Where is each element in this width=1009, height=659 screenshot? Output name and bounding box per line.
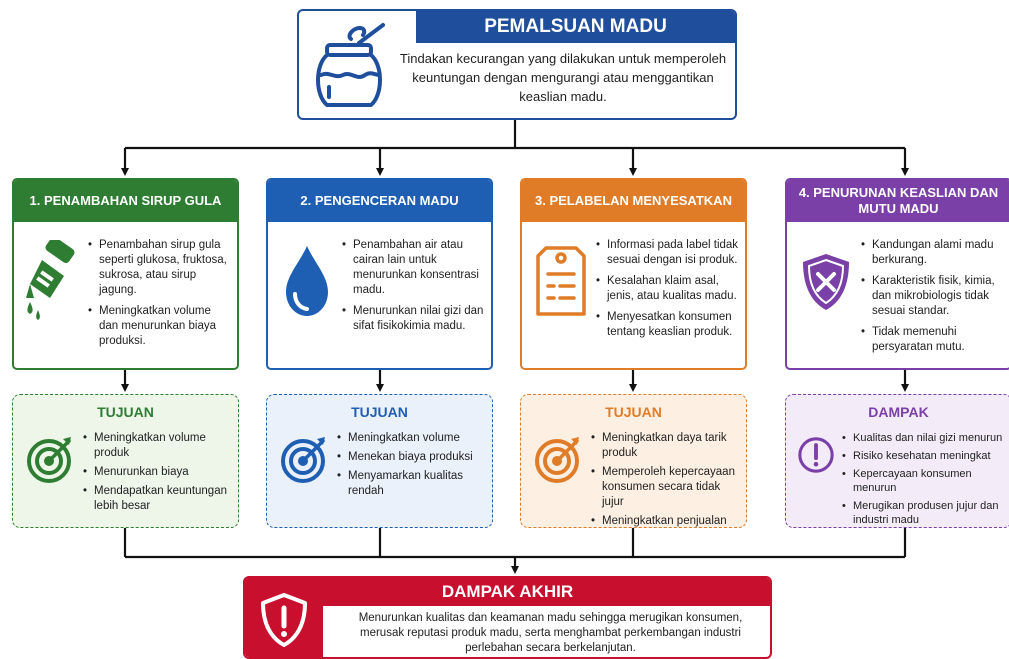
list-item: Penambahan air atau cairan lain untuk me… xyxy=(342,238,487,298)
list-item: Informasi pada label tidak sesuai dengan… xyxy=(596,238,741,268)
list-item: Menyamarkan kualitas rendah xyxy=(337,469,490,499)
list-item: Kesalahan klaim asal, jenis, atau kualit… xyxy=(596,274,741,304)
purpose-title: TUJUAN xyxy=(605,404,662,420)
exclamation-circle-icon xyxy=(798,437,834,473)
category-title: 2. PENGENCERAN MADU xyxy=(268,180,491,222)
category-title: 4. PENURUNAN KEASLIAN DAN MUTU MADU xyxy=(787,180,1009,222)
purpose-title: TUJUAN xyxy=(351,404,408,420)
target-icon xyxy=(27,437,71,483)
list-item: Kandungan alami madu berkurang. xyxy=(861,238,1006,268)
list-item: Mendapatkan keuntungan lebih besar xyxy=(83,484,236,514)
category-title: 1. PENAMBAHAN SIRUP GULA xyxy=(14,180,237,222)
impact-title: DAMPAK xyxy=(868,404,929,420)
list-item: Meningkatkan volume xyxy=(337,431,490,446)
category-title: 3. PELABELAN MENYESATKAN xyxy=(522,180,745,222)
list-item: Menekan biaya produksi xyxy=(337,450,490,465)
honey-jar-icon xyxy=(316,23,385,107)
definition-box: PEMALSUAN MADU Tindakan kecurangan yang … xyxy=(297,9,737,120)
purpose-list: Meningkatkan daya tarik produk Memperole… xyxy=(591,431,744,527)
category-list: Informasi pada label tidak sesuai dengan… xyxy=(596,238,741,346)
purpose-list: Meningkatkan volume produk Menurunkan bi… xyxy=(83,431,236,518)
main-description: Tindakan kecurangan yang dilakukan untuk… xyxy=(399,51,727,104)
final-impact-icon-panel xyxy=(245,578,323,657)
list-item: Meningkatkan volume produk xyxy=(83,431,236,461)
impact-box-quality: DAMPAK Kualitas dan nilai gizi menurun R… xyxy=(785,394,1009,528)
list-item: Merugikan produsen jujur dan industri ma… xyxy=(842,499,1009,527)
final-impact-title: DAMPAK AKHIR xyxy=(245,578,770,606)
list-item: Menurunkan biaya xyxy=(83,465,236,480)
list-item: Meningkatkan daya tarik produk xyxy=(591,431,744,461)
impact-list: Kualitas dan nilai gizi menurun Risiko k… xyxy=(842,431,1009,527)
final-impact-box: DAMPAK AKHIR Menurunkan kualitas dan kea… xyxy=(243,576,772,659)
final-impact-description: Menurunkan kualitas dan keamanan madu se… xyxy=(358,612,743,654)
list-item: Tidak memenuhi persyaratan mutu. xyxy=(861,325,1006,355)
purpose-box-syrup: TUJUAN Meningkatkan volume produk Menuru… xyxy=(12,394,239,528)
purpose-title: TUJUAN xyxy=(97,404,154,420)
list-item: Risiko kesehatan meningkat xyxy=(842,449,1009,463)
target-icon xyxy=(535,437,579,483)
purpose-list: Meningkatkan volume Menekan biaya produk… xyxy=(337,431,490,503)
list-item: Menyesatkan konsumen tentang keaslian pr… xyxy=(596,310,741,340)
category-box-quality: 4. PENURUNAN KEASLIAN DAN MUTU MADU Kand… xyxy=(785,178,1009,370)
list-item: Menurunkan nilai gizi dan sifat fisikoki… xyxy=(342,304,487,334)
list-item: Penambahan sirup gula seperti glukosa, f… xyxy=(88,238,233,298)
list-item: Karakteristik fisik, kimia, dan mikrobio… xyxy=(861,274,1006,319)
purpose-box-labeling: TUJUAN Meningkatkan daya tarik produk Me… xyxy=(520,394,747,528)
target-icon xyxy=(281,437,325,483)
category-box-dilution: 2. PENGENCERAN MADU Penambahan air atau … xyxy=(266,178,493,370)
category-box-labeling: 3. PELABELAN MENYESATKAN Informasi pada … xyxy=(520,178,747,370)
shield-exclamation-icon xyxy=(261,593,307,647)
category-list: Penambahan air atau cairan lain untuk me… xyxy=(342,238,487,340)
category-list: Kandungan alami madu berkurang. Karakter… xyxy=(861,238,1006,361)
category-list: Penambahan sirup gula seperti glukosa, f… xyxy=(88,238,233,355)
purpose-box-dilution: TUJUAN Meningkatkan volume Menekan biaya… xyxy=(266,394,493,528)
syrup-bottle-icon xyxy=(26,240,75,320)
list-item: Meningkatkan volume dan menurunkan biaya… xyxy=(88,304,233,349)
main-title: PEMALSUAN MADU xyxy=(416,11,735,43)
shield-x-icon xyxy=(803,254,849,310)
category-box-syrup: 1. PENAMBAHAN SIRUP GULA Penambahan siru… xyxy=(12,178,239,370)
water-drop-icon xyxy=(286,246,328,316)
list-item: Kualitas dan nilai gizi menurun xyxy=(842,431,1009,445)
list-item: Meningkatkan penjualan xyxy=(591,514,744,527)
list-item: Memperoleh kepercayaan konsumen secara t… xyxy=(591,465,744,510)
list-item: Kepercayaan konsumen menurun xyxy=(842,467,1009,495)
label-tag-icon xyxy=(536,246,586,316)
